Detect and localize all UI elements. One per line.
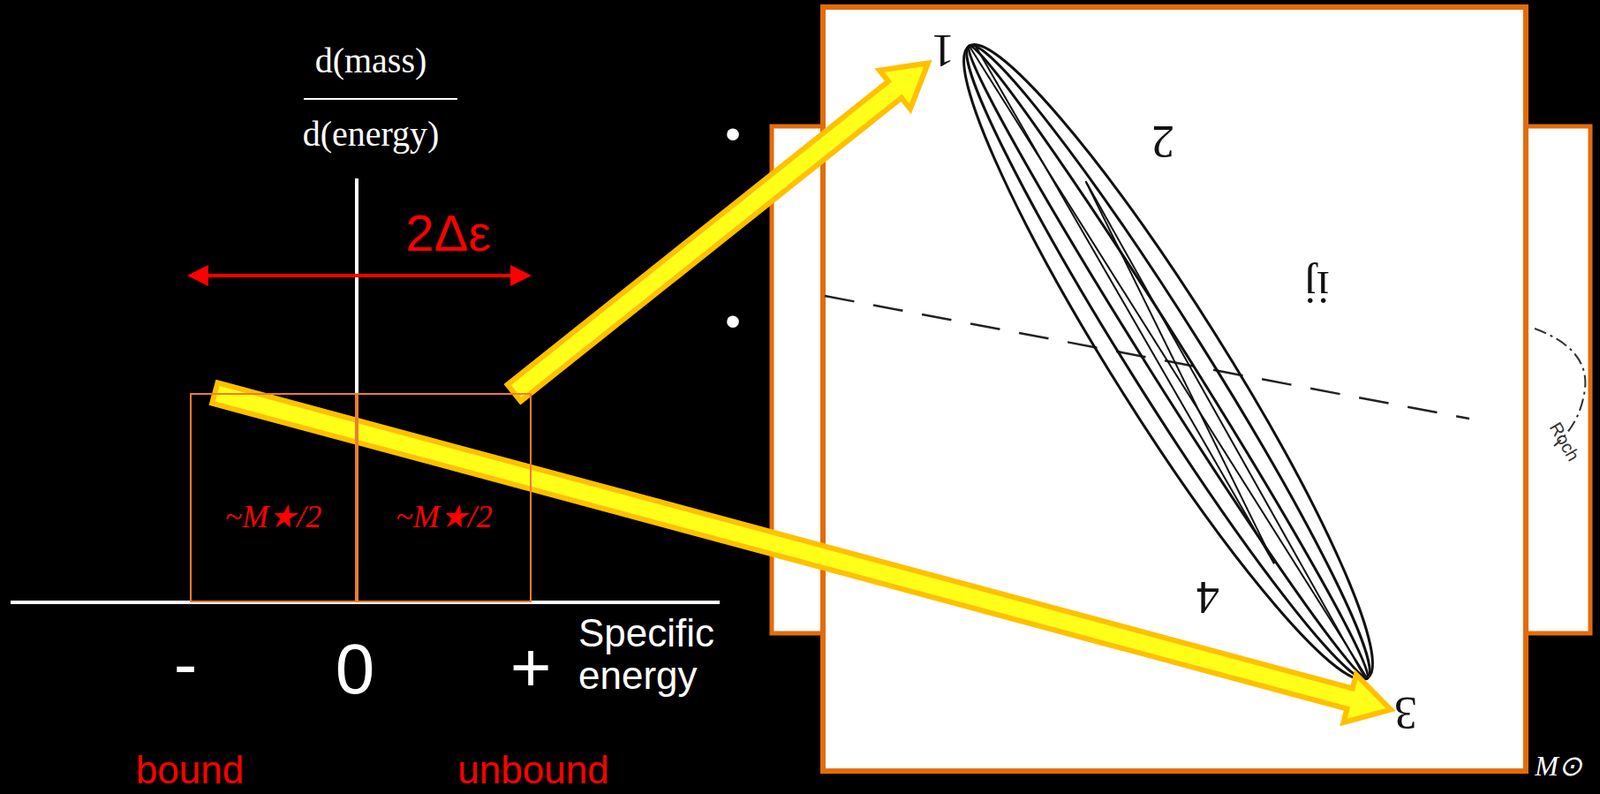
pointer-arrow — [211, 382, 1391, 723]
tick-label: + — [510, 628, 552, 707]
point-number: 3 — [1394, 687, 1418, 739]
tick-label: 0 — [335, 630, 376, 709]
mass-label: ~M★/2 — [225, 499, 322, 536]
bullet: • — [724, 297, 741, 347]
region-label: unbound — [457, 748, 609, 792]
point-number: ij — [1304, 261, 1330, 312]
unit-label: M⊙ — [1534, 750, 1583, 782]
axis-label: d(mass) — [315, 41, 428, 81]
point-number: 2 — [1151, 115, 1175, 167]
width-label: 2Δε — [406, 204, 492, 262]
width-arrow — [204, 273, 514, 278]
axis-title: Specific energy — [578, 611, 755, 698]
arrow-head — [187, 264, 209, 287]
arrow-head — [510, 264, 532, 287]
bullet: • — [724, 110, 741, 159]
histogram-bin: ~M★/2 — [356, 392, 532, 603]
point-number: 1 — [931, 25, 955, 76]
orbit-point: 3 — [1390, 686, 1421, 740]
pointer-arrow — [507, 63, 929, 402]
histogram-bin: ~M★/2 — [189, 392, 357, 603]
point-number: 4 — [1196, 571, 1220, 622]
region-label: bound — [135, 748, 244, 792]
tick-label: - — [173, 625, 198, 703]
orbit-point: 1 — [928, 23, 959, 78]
axis-label: d(energy) — [302, 114, 440, 154]
fraction-bar — [303, 98, 458, 100]
mass-label: ~M★/2 — [395, 499, 492, 536]
